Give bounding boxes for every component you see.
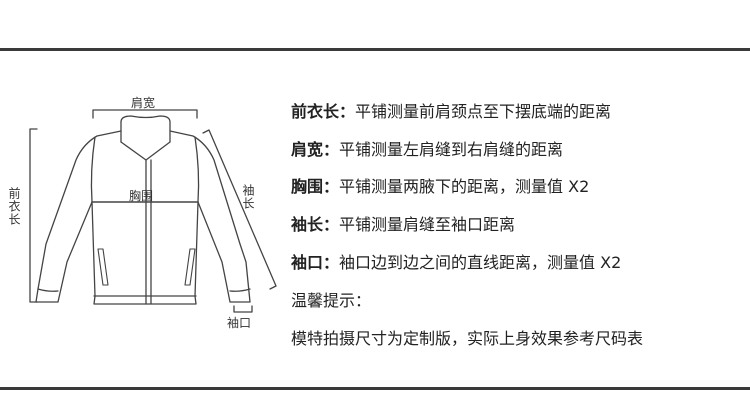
- row-label: 袖口: [291, 253, 324, 273]
- row-label: 胸围: [291, 177, 324, 197]
- jacket-outline-icon: [29, 109, 277, 313]
- tips-title: 温馨提示：: [291, 280, 741, 318]
- bottom-divider: [0, 387, 750, 390]
- row-front-length: 前衣长：平铺测量前肩颈点至下摆底端的距离: [291, 91, 741, 129]
- row-chest: 胸围：平铺测量两腋下的距离，测量值 X2: [291, 167, 741, 205]
- front-length-label: 前衣长: [7, 187, 21, 226]
- tips-row: 模特拍摄尺寸为定制版，实际上身效果参考尺码表: [291, 318, 741, 356]
- row-shoulder-width: 肩宽：平铺测量左肩缝到右肩缝的距离: [291, 129, 741, 167]
- row-sep: ：: [323, 177, 340, 197]
- shoulder-width-label: 肩宽: [131, 96, 156, 110]
- sleeve-length-label: 袖长: [241, 184, 255, 210]
- measurement-guide: 前衣长：平铺测量前肩颈点至下摆底端的距离 肩宽：平铺测量左肩缝到右肩缝的距离 胸…: [291, 91, 741, 356]
- row-label: 袖长: [291, 215, 324, 235]
- row-label: 肩宽: [291, 139, 324, 159]
- row-text: 平铺测量前肩颈点至下摆底端的距离: [355, 101, 612, 121]
- row-text: 袖口边到边之间的直线距离，测量值 X2: [339, 253, 622, 273]
- jacket-diagram: 肩宽 胸围 前衣长 袖长 袖口: [0, 50, 290, 387]
- row-text: 平铺测量肩缝至袖口距离: [339, 215, 516, 235]
- row-sleeve-length: 袖长：平铺测量肩缝至袖口距离: [291, 204, 741, 242]
- cuff-label: 袖口: [227, 316, 252, 330]
- row-sep: ：: [323, 215, 340, 235]
- chest-label: 胸围: [129, 189, 154, 203]
- row-sep: ：: [323, 253, 340, 273]
- tips-title-text: 温馨提示：: [291, 290, 372, 310]
- row-sep: ：: [323, 139, 340, 159]
- row-text: 平铺测量两腋下的距离，测量值 X2: [339, 177, 590, 197]
- row-label: 前衣长: [291, 101, 340, 121]
- row-cuff: 袖口：袖口边到边之间的直线距离，测量值 X2: [291, 242, 741, 280]
- tips-text: 模特拍摄尺寸为定制版，实际上身效果参考尺码表: [291, 328, 644, 348]
- top-divider: [0, 48, 750, 51]
- row-sep: ：: [339, 101, 356, 121]
- row-text: 平铺测量左肩缝到右肩缝的距离: [339, 139, 564, 159]
